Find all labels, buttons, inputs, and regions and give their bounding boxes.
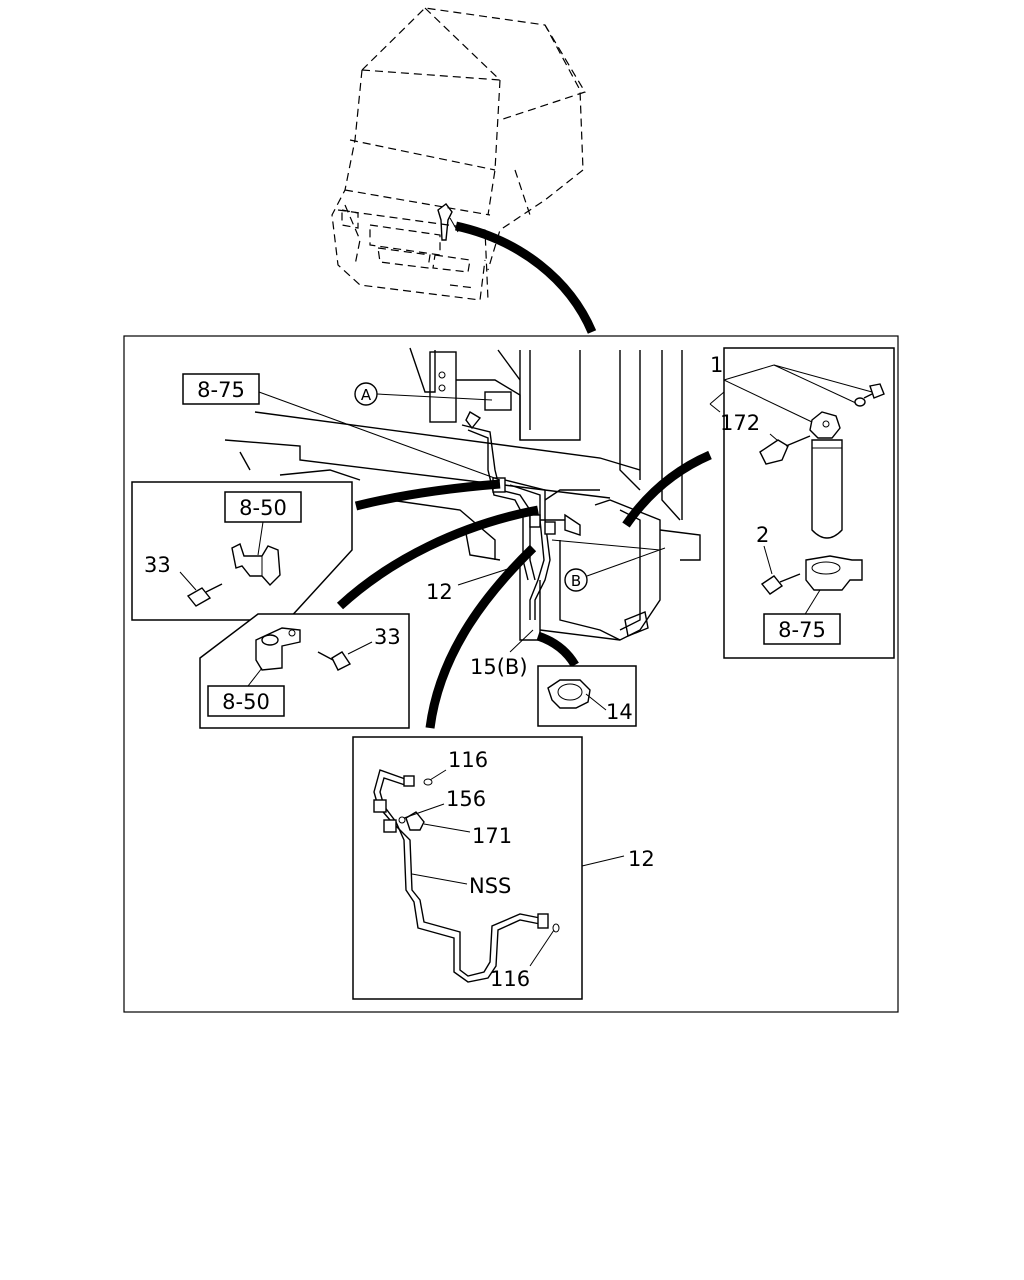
main-frame <box>123 335 899 1013</box>
ref-8-50-top-label: 8-50 <box>239 496 287 520</box>
ref-8-75-top-label: 8-75 <box>197 378 245 402</box>
item-15b-label: 15(B) <box>470 655 528 679</box>
detail-box-bracket-top: 8-50 33 <box>131 481 353 621</box>
item-1-label: 1 <box>710 353 723 377</box>
marker-b-label: B <box>571 572 581 590</box>
detail-box-clamp: 14 <box>537 665 637 727</box>
item-33-top-label: 33 <box>144 553 171 577</box>
ref-8-50-bottom-label: 8-50 <box>222 690 270 714</box>
detail-box-pipe: 116 156 171 NSS 116 <box>352 736 583 1000</box>
detail-box-bracket-bottom: 33 8-50 <box>199 613 410 729</box>
item-116-top-label: 116 <box>448 748 488 772</box>
item-14-label: 14 <box>606 700 633 724</box>
item-12-main-label: 12 <box>426 580 453 604</box>
item-2-label: 2 <box>756 523 769 547</box>
engine-bay-illustration <box>224 347 701 641</box>
item-156-label: 156 <box>446 787 486 811</box>
marker-b: B <box>551 539 666 592</box>
item-172-label: 172 <box>720 411 760 435</box>
bracket-illustration <box>231 543 281 587</box>
ref-8-75-right-label: 8-75 <box>778 618 826 642</box>
item-33-bottom-label: 33 <box>374 625 401 649</box>
item-171-label: 171 <box>472 824 512 848</box>
marker-a-label: A <box>361 386 372 404</box>
item-nss-label: NSS <box>469 874 511 898</box>
item-12-detail-label: 12 <box>628 847 655 871</box>
truck-cab-illustration <box>331 7 597 334</box>
receiver-drier-illustration <box>811 439 843 539</box>
detail-box-receiver-drier: 1 172 2 8-75 <box>709 347 895 659</box>
ref-8-75-top: 8-75 <box>182 373 501 481</box>
marker-a: A <box>354 382 493 406</box>
item-116-bottom-label: 116 <box>490 967 530 991</box>
